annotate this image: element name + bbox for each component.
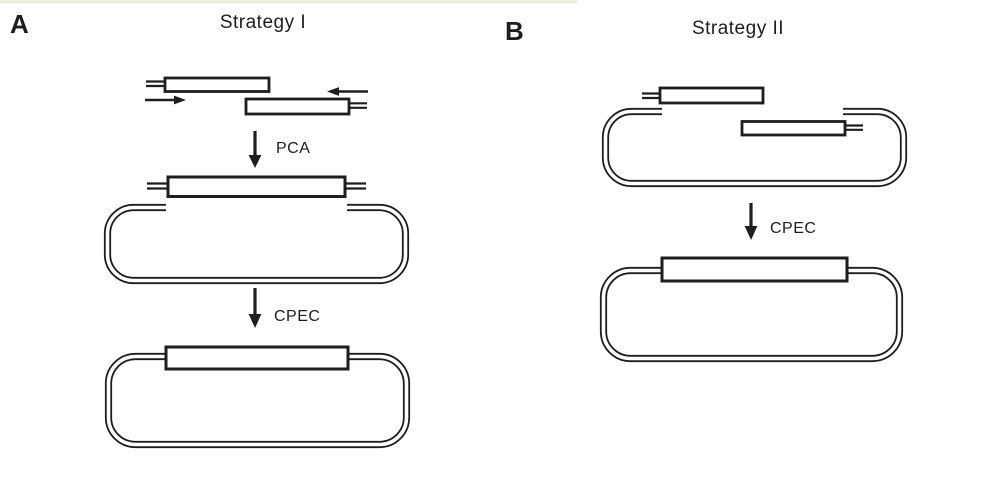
fragment1-overhang-icon [146,80,165,88]
plasmid-track-inner [601,268,902,361]
strategy2-input-fragments [642,86,863,137]
dna-fragment-2 [740,120,847,137]
vector-track-inner [105,205,408,283]
primer-arrowhead [174,95,186,105]
strategy1-product-plasmid [104,345,411,449]
panel-a: A Strategy I [10,9,411,449]
strategy2-product-plasmid [599,256,904,363]
assembled-dna-fragment [166,175,347,198]
cpec-step-b: CPEC [744,203,816,240]
panel-b: B Strategy II CPEC [505,16,908,363]
inserted-dna-fragment [164,345,350,371]
strategy2-linear-vector [601,107,908,188]
down-arrow-head-icon [248,314,262,328]
forward-primer-arrow-icon [145,95,186,105]
strategy1-linear-vector [103,203,410,285]
plasmid-track-inner [106,354,409,447]
fragment1-overhang-icon [642,92,660,100]
panel-a-title: Strategy I [220,12,306,33]
fragment2-overhang-icon [349,102,367,109]
panel-b-letter: B [505,16,524,46]
primer-arrowhead [327,87,339,96]
down-arrow-head-icon [248,155,262,168]
inserted-dna-fragment [660,256,849,283]
plasmid-track-outer [599,266,904,363]
cpec-label-b: CPEC [770,220,816,237]
reverse-primer-arrow-icon [327,87,368,96]
vector-track-inner [603,109,906,186]
vector-track-outer [103,203,410,285]
pca-label: PCA [276,140,310,157]
cpec-label-a: CPEC [274,308,320,325]
fragment2-overhang-icon [845,124,863,131]
top-border-strip-edge [0,2,577,4]
assembled-overhang-left-icon [147,182,168,190]
panel-a-letter: A [10,9,29,39]
strategy1-input-fragments [145,76,368,116]
panel-b-title: Strategy II [692,18,784,39]
down-arrow-head-icon [744,226,758,240]
dna-fragment-1 [163,76,271,93]
assembled-overhang-right-icon [345,182,366,190]
dna-fragment-1 [658,86,765,105]
dna-fragment-2 [244,97,351,116]
pca-step: PCA [248,131,310,168]
strategy1-assembled-fragment [147,175,366,198]
cpec-step-a: CPEC [248,288,320,328]
top-border-strip [0,0,577,3]
